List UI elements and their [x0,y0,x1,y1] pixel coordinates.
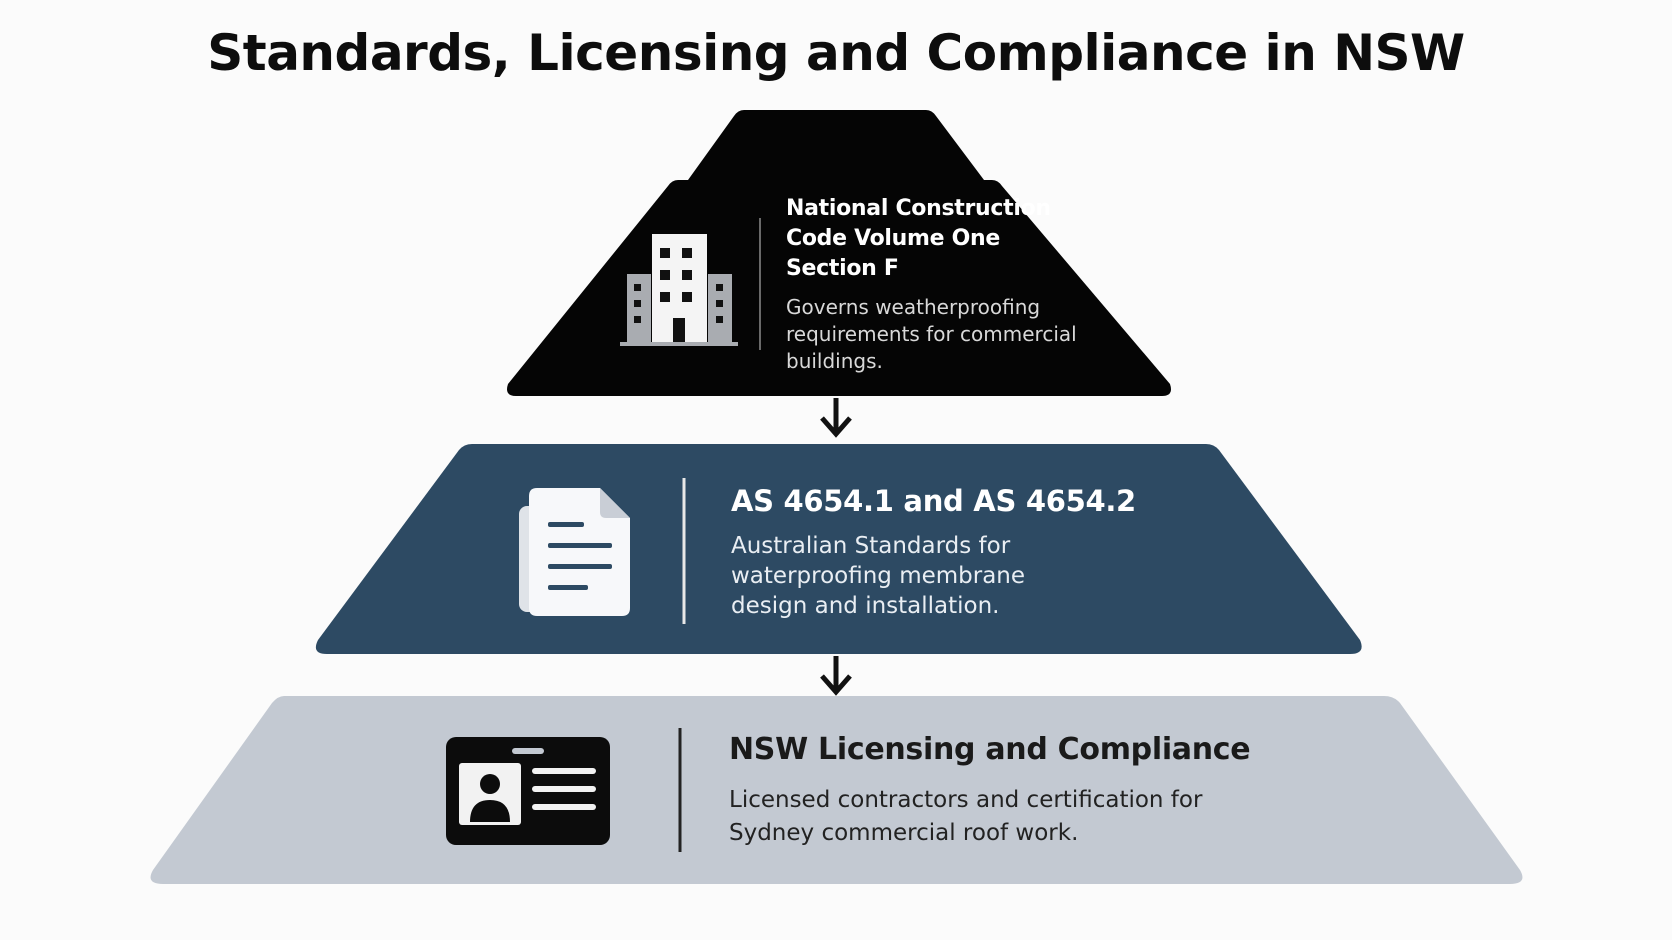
tier-3-description: Licensed contractors and certification f… [729,787,1203,846]
tier-1-heading: National Construction Code Volume One Se… [786,196,1051,281]
tier-2-heading: AS 4654.1 and AS 4654.2 [731,484,1136,518]
arrow-down-icon [820,398,852,438]
id-card-icon [446,737,610,845]
arrow-down-icon [820,656,852,696]
tier-3-heading: NSW Licensing and Compliance [729,732,1251,767]
building-icon [620,234,738,346]
document-icon [519,488,630,616]
tier-2-description: Australian Standards for waterproofing m… [731,533,1026,619]
tier-1-description: Governs weatherproofing requirements for… [786,295,1077,373]
page-title: Standards, Licensing and Compliance in N… [207,24,1465,82]
